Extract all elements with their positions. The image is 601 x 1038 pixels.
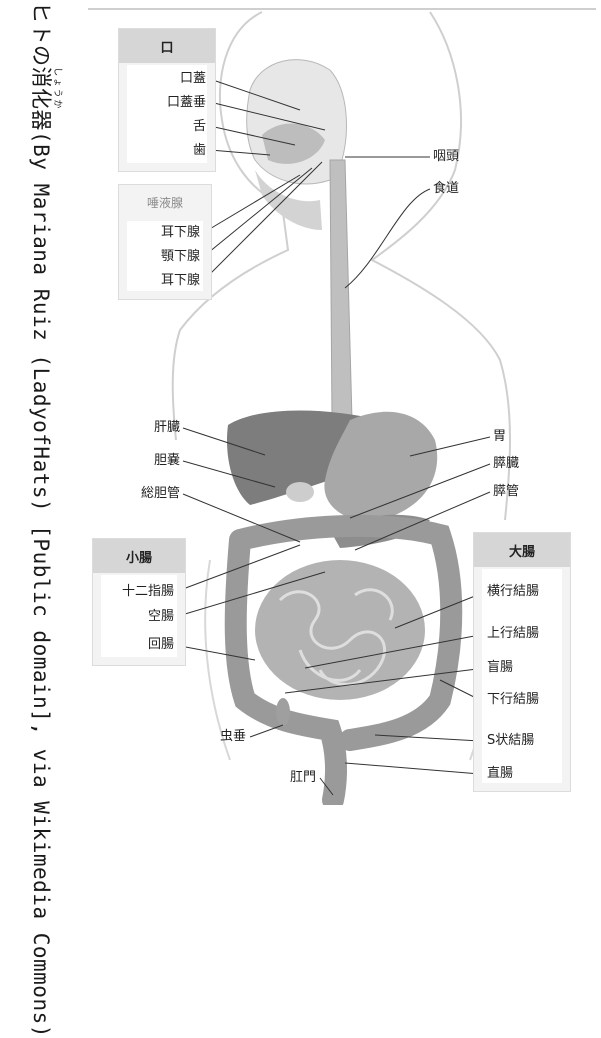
small-intestine-group-title: 小腸 xyxy=(93,539,185,573)
label-appendix: 虫垂 xyxy=(190,729,246,745)
label-descending-colon: 下行結腸 xyxy=(487,692,539,708)
label-anus: 肛門 xyxy=(290,770,316,786)
gallbladder-shape xyxy=(286,482,314,502)
mouth-group-title: 口 xyxy=(119,29,215,63)
appendix-shape xyxy=(276,698,290,726)
label-ileum: 回腸 xyxy=(92,637,174,653)
label-bile-duct: 総胆管 xyxy=(118,486,180,502)
esophagus-shape xyxy=(330,160,352,420)
label-palate: 口蓋 xyxy=(118,71,206,87)
label-duodenum: 十二指腸 xyxy=(92,584,174,600)
label-pancreas: 膵臓 xyxy=(493,456,519,472)
label-gallbladder: 胆嚢 xyxy=(118,453,180,469)
label-ascending-colon: 上行結腸 xyxy=(487,626,539,642)
label-cecum: 盲腸 xyxy=(487,660,513,676)
salivary-group-title: 唾液腺 xyxy=(119,185,211,219)
label-liver: 肝臓 xyxy=(118,420,180,436)
label-stomach: 胃 xyxy=(493,429,506,445)
label-sigmoid-colon: S状結腸 xyxy=(487,733,534,749)
large-intestine-group-title: 大腸 xyxy=(474,533,570,567)
label-teeth: 歯 xyxy=(118,143,206,159)
label-submandibular-gland: 顎下腺 xyxy=(118,249,200,265)
label-pancreatic-duct: 膵管 xyxy=(493,484,519,500)
label-jejunum: 空腸 xyxy=(92,609,174,625)
label-parotid-gland-2: 耳下腺 xyxy=(118,273,200,289)
label-pharynx: 咽頭 xyxy=(433,149,459,165)
label-rectum: 直腸 xyxy=(487,766,513,782)
label-tongue: 舌 xyxy=(118,119,206,135)
label-parotid-gland-1: 耳下腺 xyxy=(118,225,200,241)
label-transverse-colon: 横行結腸 xyxy=(487,584,539,600)
label-esophagus: 食道 xyxy=(433,181,459,197)
label-uvula: 口蓋垂 xyxy=(118,95,206,111)
large-intestine-group-body xyxy=(482,569,562,783)
